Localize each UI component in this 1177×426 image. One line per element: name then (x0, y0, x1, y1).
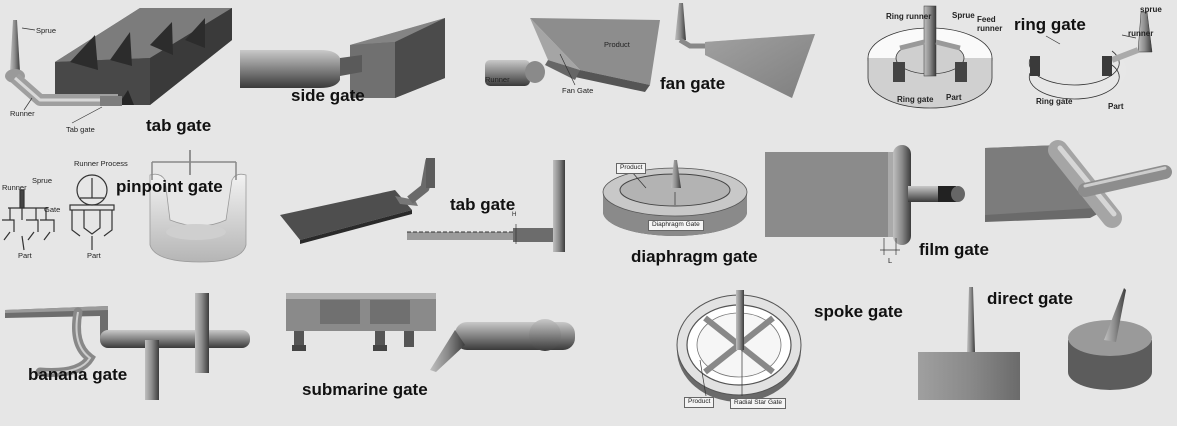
annotation-pin-sprue: Sprue (32, 176, 53, 185)
submarine-gate-illustration (286, 293, 575, 372)
annotation-ring-feed-runner: runner (977, 24, 1003, 33)
annotation-dia-diaphragm-gate: Diaphragm Gate (648, 220, 704, 231)
label-ring-gate: ring gate (1014, 15, 1086, 34)
annotation-pin-runner-process: Runner Process (74, 159, 128, 168)
annotation-ring-runner: Ring runner (886, 12, 932, 21)
label-fan-gate: fan gate (660, 74, 726, 93)
annotation-fan-gate: Fan Gate (562, 86, 594, 95)
annotation-ring2-ring-gate: Ring gate (1036, 97, 1073, 106)
diaphragm-gate-illustration (602, 160, 748, 236)
annotation-fan-runner: Runner (485, 75, 510, 84)
tab-gate-box-illustration (5, 8, 232, 124)
direct-gate-illustration (918, 287, 1152, 400)
annotation-ring2-sprue: sprue (1140, 5, 1162, 14)
annotation-ring-sprue: Sprue (952, 11, 975, 20)
label-diaphragm-gate: diaphragm gate (631, 247, 758, 266)
annotation-pin-runner: Runner (2, 183, 27, 192)
banana-gate-illustration (5, 293, 250, 400)
label-spoke-gate: spoke gate (814, 302, 903, 321)
annotation-pin-gate: Gate (44, 205, 61, 214)
annotation-ring-ring-gate: Ring gate (897, 95, 934, 104)
annotation-tab2-h: H (512, 212, 517, 218)
tab-gate-2-illustration (280, 158, 565, 252)
pinpoint-gate-schematics (2, 174, 115, 251)
spoke-gate-illustration (676, 290, 802, 402)
annotation-tab1-sprue: Sprue (36, 26, 57, 35)
label-film-gate: film gate (919, 240, 989, 259)
annotation-tab1-runner: Runner (10, 109, 35, 118)
label-tab-gate-2: tab gate (450, 195, 516, 214)
annotation-fan-product: Product (604, 40, 630, 49)
fan-gate-illustration (485, 3, 815, 98)
annotation-pin-part-2: Part (87, 251, 101, 260)
pinpoint-gate-part (149, 150, 247, 263)
label-direct-gate: direct gate (987, 289, 1073, 308)
ring-gate-illustration (867, 5, 1153, 109)
annotation-dia-product: Product (616, 163, 647, 174)
film-gate-illustration (765, 140, 1172, 255)
annotation-pin-part-1: Part (18, 251, 32, 260)
annotation-ring2-runner: runner (1128, 29, 1154, 38)
annotation-ring2-part: Part (1108, 102, 1124, 111)
label-pinpoint-gate: pinpoint gate (116, 177, 223, 196)
label-banana-gate: banana gate (28, 365, 128, 384)
annotation-ring-part: Part (946, 93, 962, 102)
annotation-spoke-radial-star-gate: Radial Star Gate (730, 398, 787, 409)
annotation-ring-feed: Feed (977, 15, 996, 24)
annotation-tab1-tab-gate: Tab gate (66, 125, 95, 134)
label-submarine-gate: submarine gate (302, 380, 428, 399)
label-tab-gate-1: tab gate (146, 116, 212, 135)
label-side-gate: side gate (291, 86, 365, 105)
side-gate-illustration (240, 18, 445, 98)
annotation-film-l: L (888, 256, 893, 265)
annotation-spoke-product: Product (684, 397, 715, 408)
